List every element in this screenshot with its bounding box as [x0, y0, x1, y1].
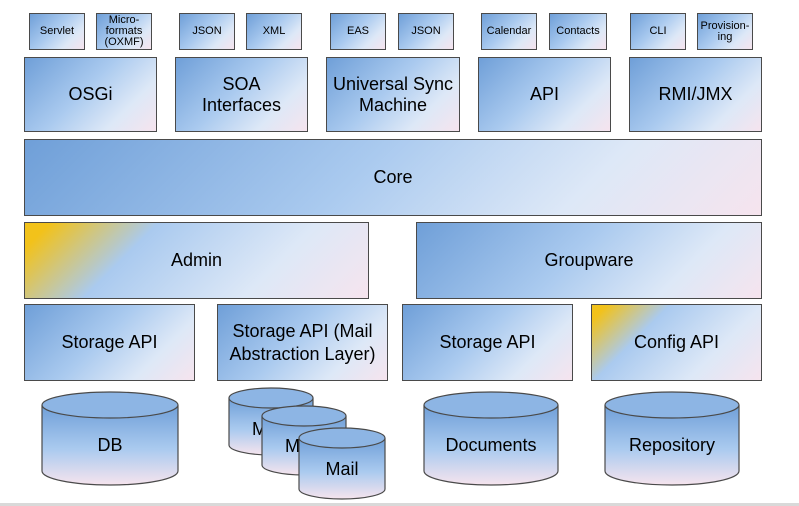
- protocol-label: Contacts: [556, 25, 600, 37]
- protocol-label: Micro-formats (OXMF): [104, 14, 144, 48]
- protocol-label: XML: [262, 25, 286, 37]
- protocol-json-1: JSON: [179, 13, 235, 50]
- protocol-eas: EAS: [330, 13, 386, 50]
- api-label: Storage API: [439, 332, 536, 352]
- protocol-cli: CLI: [630, 13, 686, 50]
- protocol-microformats: Micro-formats (OXMF): [96, 13, 152, 50]
- storage-api-mail: Storage API (Mail Abstraction Layer): [217, 304, 388, 381]
- interface-api: API: [478, 57, 611, 132]
- bottom-edge: [0, 503, 799, 506]
- storage-api-2: Storage API: [402, 304, 573, 381]
- groupware-label: Groupware: [544, 250, 634, 270]
- core-label: Core: [373, 167, 413, 187]
- interface-usm: Universal Sync Machine: [326, 57, 460, 132]
- groupware-service: Groupware: [416, 222, 762, 299]
- storage-api-1: Storage API: [24, 304, 195, 381]
- api-label: Storage API (Mail Abstraction Layer): [229, 320, 376, 364]
- protocol-calendar: Calendar: [481, 13, 537, 50]
- api-label: Storage API: [61, 332, 158, 352]
- interface-label: RMI/JMX: [658, 84, 733, 104]
- interface-soa: SOA Interfaces: [175, 57, 308, 132]
- interface-label: Universal Sync Machine: [332, 73, 454, 115]
- documents-label: Documents: [445, 435, 536, 455]
- protocol-label: Servlet: [39, 25, 75, 37]
- interface-osgi: OSGi: [24, 57, 157, 132]
- mail-cylinder-front: Mail: [298, 427, 386, 501]
- interface-label: OSGi: [68, 84, 113, 104]
- db-cylinder: DB: [41, 391, 179, 487]
- repository-cylinder: Repository: [604, 391, 740, 487]
- mail-mid-label: M: [285, 436, 300, 456]
- protocol-contacts: Contacts: [549, 13, 607, 50]
- admin-label: Admin: [170, 250, 223, 270]
- interface-label: API: [529, 84, 559, 104]
- protocol-servlet: Servlet: [29, 13, 85, 50]
- admin-service: Admin: [24, 222, 369, 299]
- protocol-json-2: JSON: [398, 13, 454, 50]
- repository-label: Repository: [629, 435, 715, 455]
- protocol-label: Calendar: [486, 25, 532, 37]
- protocol-xml: XML: [246, 13, 302, 50]
- core-layer: Core: [24, 139, 762, 216]
- api-label: Config API: [633, 332, 720, 352]
- protocol-label: EAS: [346, 25, 369, 37]
- protocol-provisioning: Provision-ing: [697, 13, 753, 50]
- db-label: DB: [97, 435, 122, 455]
- interface-rmi-jmx: RMI/JMX: [629, 57, 762, 132]
- mail-front-label: Mail: [325, 459, 358, 479]
- protocol-label: JSON: [192, 25, 222, 37]
- config-api: Config API: [591, 304, 762, 381]
- interface-label: SOA Interfaces: [201, 73, 282, 115]
- protocol-label: JSON: [411, 25, 441, 37]
- protocol-label: CLI: [649, 25, 667, 37]
- documents-cylinder: Documents: [423, 391, 559, 487]
- protocol-label: Provision-ing: [700, 19, 750, 43]
